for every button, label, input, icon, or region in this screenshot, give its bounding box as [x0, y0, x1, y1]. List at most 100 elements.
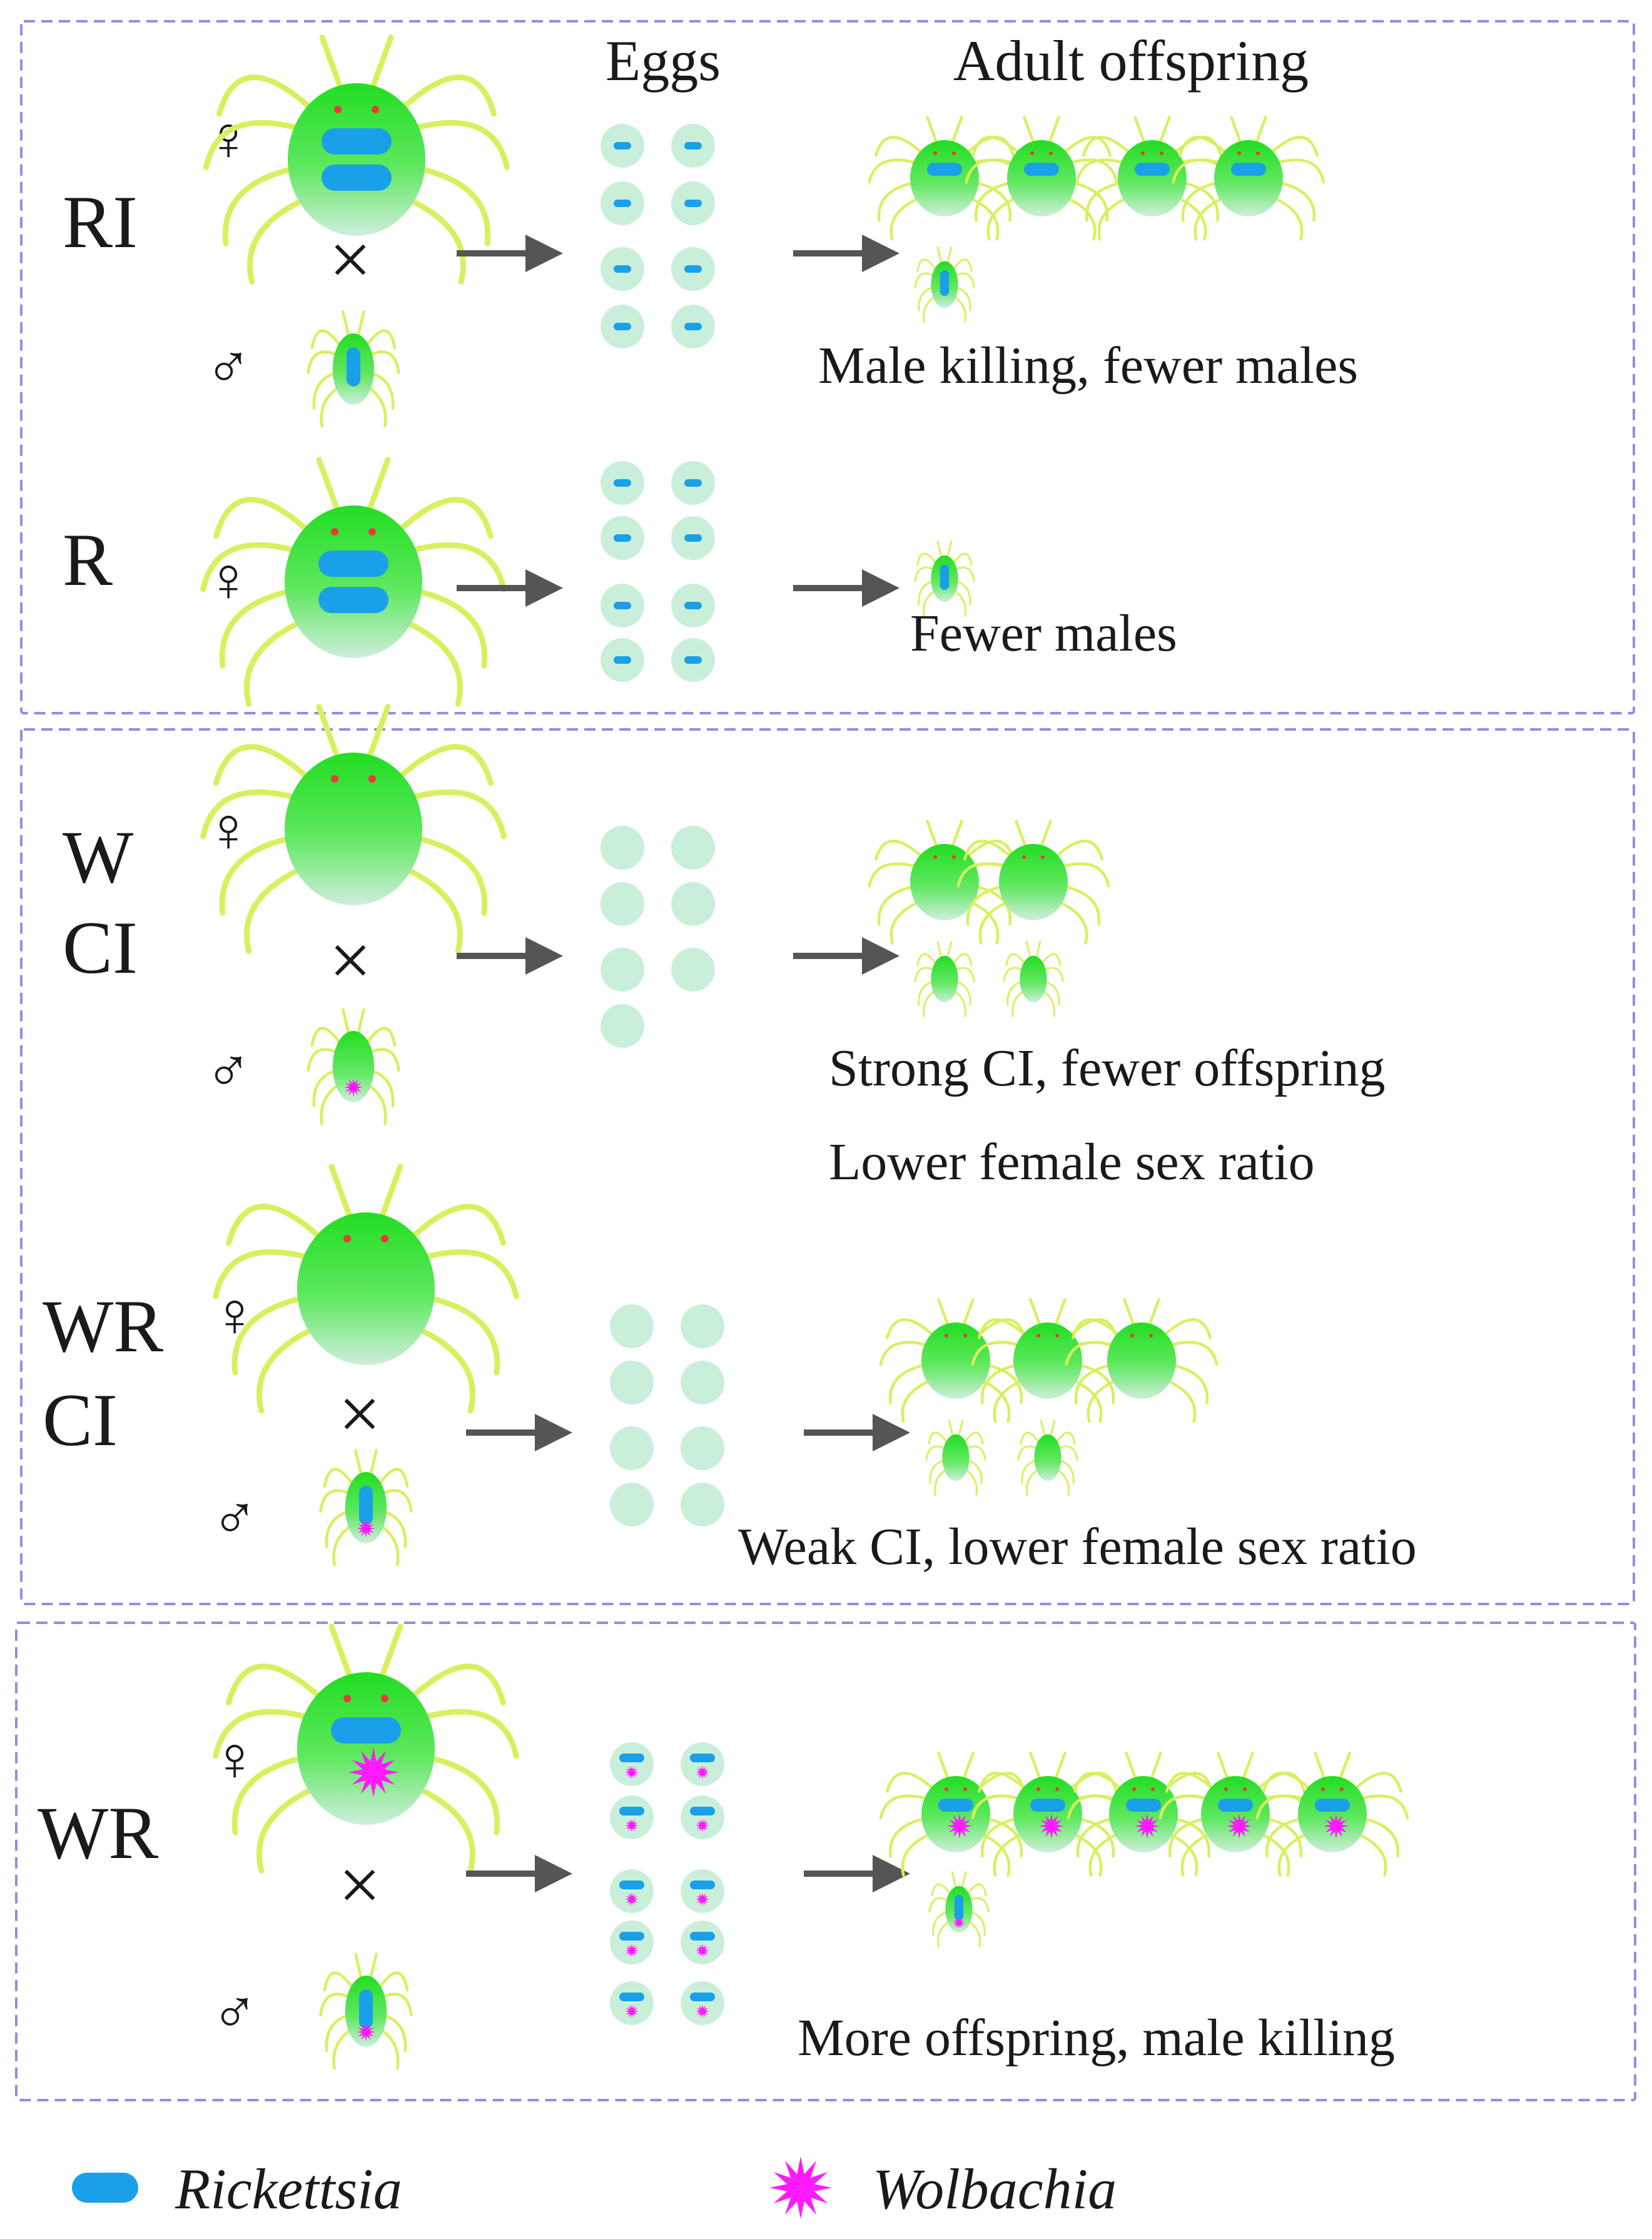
- rickettsia-legend-label: Rickettsia: [175, 2157, 402, 2221]
- wolbachia-symbol: [625, 1765, 639, 1779]
- cross-symbol: ×: [338, 1372, 381, 1455]
- egg: [610, 1483, 654, 1526]
- offspring-female-mite: [879, 1752, 1033, 1877]
- wolbachia-symbol: [625, 1892, 639, 1906]
- wolbachia-legend-label: Wolbachia: [873, 2157, 1117, 2221]
- wolbachia-symbol: [953, 1917, 965, 1929]
- rickettsia-symbol: [619, 1754, 644, 1762]
- egg: [600, 638, 644, 682]
- wolbachia-symbol: [348, 1747, 398, 1797]
- female-mite: [200, 704, 507, 954]
- egg: [681, 1981, 724, 2025]
- offspring-female-mite: [868, 820, 1021, 945]
- legend: Rickettsia Wolbachia: [72, 2156, 1117, 2221]
- rickettsia-symbol: [614, 323, 631, 330]
- egg: [671, 948, 715, 992]
- section-box-cytoplasmic-incompatibility: [20, 728, 1635, 1605]
- egg: [610, 1981, 654, 2025]
- egg: [681, 1483, 724, 1526]
- adult-offspring-header: Adult offspring: [953, 29, 1309, 93]
- rickettsia-symbol: [938, 1799, 973, 1812]
- wolbachia-symbol: [696, 1892, 709, 1906]
- rickettsia-symbol: [1030, 1799, 1065, 1812]
- rickettsia-symbol: [1231, 163, 1266, 176]
- rickettsia-symbol: [358, 1989, 373, 2029]
- rickettsia-symbol: [1218, 1799, 1253, 1812]
- offspring-male-mite: [914, 940, 975, 1018]
- wolbachia-legend-icon: [769, 2156, 832, 2219]
- row-label: WR: [38, 1791, 158, 1874]
- offspring-male-mite: [914, 246, 975, 323]
- eggs-header: Eggs: [606, 29, 721, 93]
- rickettsia-symbol: [684, 142, 702, 150]
- egg: [600, 1004, 644, 1048]
- rickettsia-symbol: [614, 200, 631, 207]
- female-mite: [213, 1164, 519, 1414]
- female-mite: [200, 457, 507, 707]
- offspring-male-mite: [1003, 940, 1064, 1018]
- rickettsia-legend-icon: [72, 2173, 138, 2203]
- female-mite: [203, 34, 510, 285]
- wolbachia-symbol: [947, 1814, 972, 1839]
- wolbachia-symbol: [696, 2004, 709, 2018]
- rickettsia-symbol: [1126, 1799, 1161, 1812]
- wolbachia-symbol: [344, 1078, 363, 1097]
- rickettsia-symbol: [614, 142, 631, 150]
- egg: [600, 948, 644, 992]
- male-mite: [307, 310, 400, 428]
- wolbachia-symbol: [1227, 1814, 1252, 1839]
- rickettsia-symbol: [684, 602, 702, 609]
- section-box-coinfection: [15, 1622, 1636, 2101]
- offspring-female-mite: [971, 1752, 1125, 1877]
- offspring-female-mite: [1067, 1752, 1220, 1877]
- egg: [671, 181, 715, 225]
- female-symbol: ♀: [205, 104, 252, 173]
- egg: [600, 516, 644, 560]
- egg: [681, 1921, 724, 1964]
- rickettsia-symbol: [1315, 1799, 1350, 1812]
- row-label: W: [63, 815, 134, 898]
- rickettsia-symbol: [614, 479, 631, 487]
- wolbachia-symbol: [696, 1819, 709, 1832]
- wolbachia-symbol: [357, 2023, 375, 2041]
- egg: [600, 247, 644, 291]
- row-label: RI: [63, 180, 138, 263]
- outcome-note: Strong CI, fewer offspring: [829, 1039, 1386, 1097]
- rickettsia-symbol: [318, 587, 388, 613]
- wolbachia-symbol: [1324, 1814, 1349, 1839]
- rickettsia-symbol: [690, 1932, 715, 1941]
- rickettsia-symbol: [619, 1993, 644, 2001]
- row-label: WR: [43, 1284, 163, 1368]
- rickettsia-symbol: [614, 265, 631, 273]
- egg: [681, 1426, 724, 1470]
- cross-row: R♀Fewer males: [63, 457, 1177, 707]
- egg: [610, 1921, 654, 1964]
- egg: [610, 1795, 654, 1839]
- egg: [671, 461, 715, 505]
- outcome-note: Weak CI, lower female sex ratio: [738, 1518, 1417, 1576]
- egg: [671, 305, 715, 348]
- rickettsia-symbol: [358, 1486, 373, 1525]
- egg: [610, 1869, 654, 1913]
- female-symbol: ♀: [205, 795, 252, 865]
- egg: [600, 305, 644, 348]
- rickettsia-symbol: [619, 1932, 644, 1941]
- rickettsia-symbol: [684, 200, 702, 207]
- rickettsia-symbol: [322, 128, 392, 155]
- female-mite: [213, 1623, 519, 1874]
- offspring-female-mite: [868, 116, 1021, 241]
- offspring-female-mite: [1065, 1298, 1219, 1423]
- egg: [681, 1742, 724, 1786]
- female-symbol: ♀: [205, 545, 252, 614]
- row-label: R: [63, 518, 113, 601]
- rickettsia-symbol: [690, 1754, 715, 1762]
- outcome-note: Male killing, fewer males: [818, 337, 1358, 395]
- male-symbol: ♂: [211, 1483, 258, 1553]
- rickettsia-symbol: [331, 1717, 401, 1744]
- wolbachia-symbol: [625, 2004, 639, 2018]
- wolbachia-symbol: [1135, 1814, 1160, 1839]
- offspring-female-mite: [1255, 1752, 1409, 1877]
